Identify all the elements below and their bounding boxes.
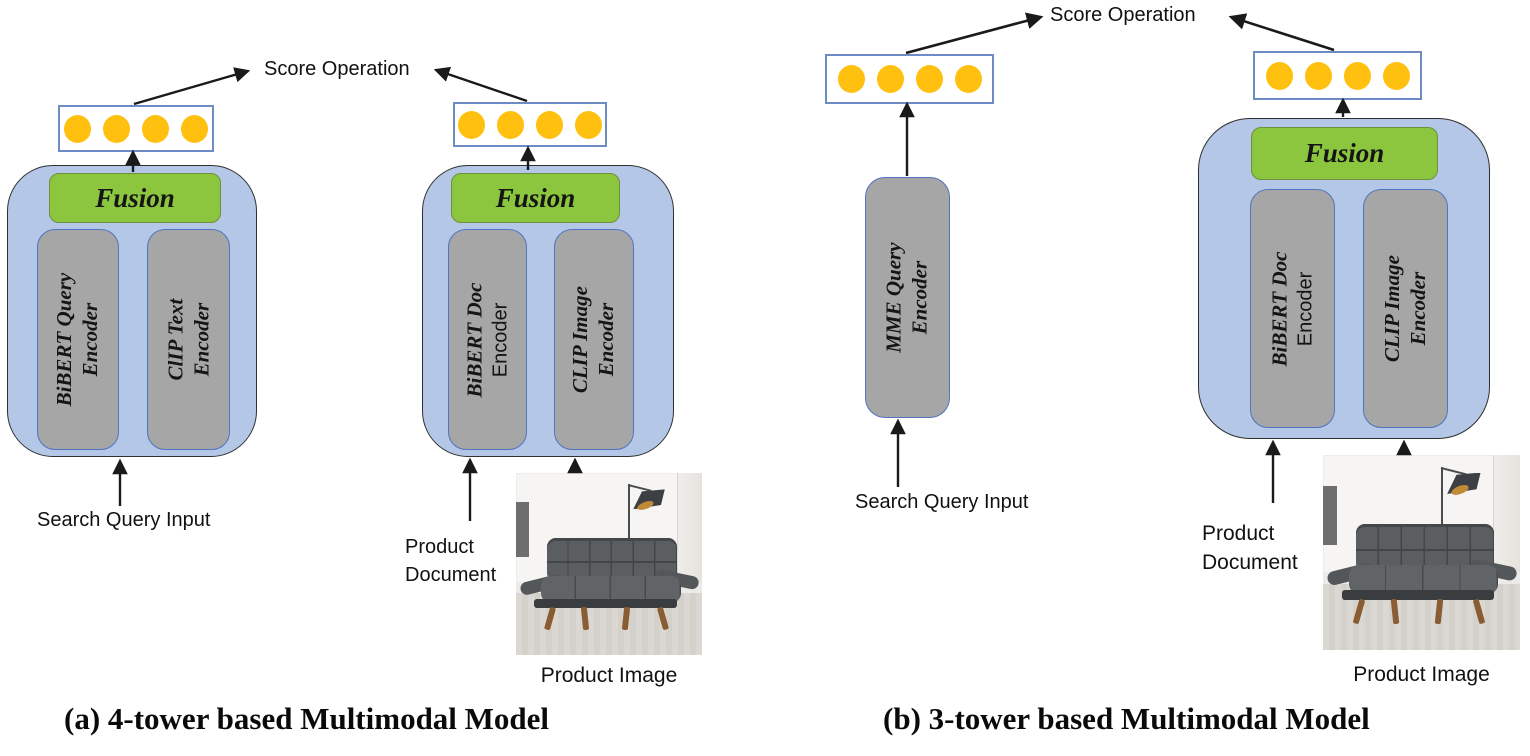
embedding-dot bbox=[837, 65, 865, 93]
sofa-seat-cushions bbox=[1348, 564, 1498, 595]
embedding-dot bbox=[575, 110, 602, 139]
product-document-label-b-line2: Document bbox=[1202, 551, 1298, 574]
encoder-label-line: BiBERT Query bbox=[52, 272, 77, 407]
sofa-leg bbox=[1434, 598, 1444, 624]
wall-frame bbox=[516, 502, 530, 557]
doc-tower-a: Fusion BiBERT Doc Encoder CLIP Image Enc… bbox=[422, 165, 674, 457]
search-query-input-label-a: Search Query Input bbox=[37, 509, 211, 531]
bibert-doc-encoder-block-a: BiBERT Doc Encoder bbox=[448, 229, 527, 450]
encoder-label-line: MME Query bbox=[881, 242, 906, 353]
bibert-query-encoder-block: BiBERT Query Encoder bbox=[37, 229, 119, 450]
product-image-label-b: Product Image bbox=[1353, 663, 1490, 686]
fusion-block-a-query: Fusion bbox=[49, 173, 221, 223]
embedding-dot bbox=[142, 114, 169, 143]
score-operation-label-b: Score Operation bbox=[1050, 4, 1196, 26]
encoder-label-line: Encoder bbox=[1294, 271, 1317, 346]
sofa-leg bbox=[657, 606, 670, 631]
search-query-input-label-b: Search Query Input bbox=[855, 491, 1029, 513]
sofa-leg bbox=[621, 606, 630, 631]
product-document-label-a-line2: Document bbox=[405, 564, 497, 586]
encoder-label-line: CLIP Image bbox=[1379, 254, 1404, 363]
sofa-seat-cushions bbox=[540, 575, 681, 603]
embedding-dot bbox=[64, 114, 91, 143]
embedding-vector-a-query bbox=[58, 105, 214, 152]
sofa-base bbox=[1341, 589, 1494, 600]
caption-b: (b) 3-tower based Multimodal Model bbox=[883, 701, 1370, 736]
floor-lamp-arm bbox=[627, 483, 652, 492]
doc-tower-b: Fusion BiBERT Doc Encoder CLIP Image Enc… bbox=[1198, 118, 1490, 439]
sofa-leg bbox=[580, 606, 589, 631]
mme-query-encoder-block: MME Query Encoder bbox=[865, 177, 950, 418]
embedding-dot bbox=[1343, 61, 1371, 90]
sofa-leg bbox=[1352, 598, 1366, 625]
product-document-label-b-line1: Product bbox=[1202, 522, 1275, 545]
encoder-label-line: CLIP Image bbox=[568, 285, 593, 394]
floor-lamp-stem bbox=[627, 483, 630, 544]
floor-lamp-stem bbox=[1441, 466, 1444, 532]
embedding-dot bbox=[458, 110, 485, 139]
embedding-dot bbox=[536, 110, 563, 139]
embedding-dot bbox=[1265, 61, 1293, 90]
product-image-label-a: Product Image bbox=[540, 664, 678, 687]
embedding-dot bbox=[103, 114, 130, 143]
encoder-label-line: ClIP Text bbox=[162, 298, 187, 381]
product-document-label-a-line1: Product bbox=[405, 536, 474, 558]
bibert-doc-encoder-block-b: BiBERT Doc Encoder bbox=[1250, 189, 1335, 428]
product-photo-a bbox=[516, 473, 702, 655]
arrow-b-doc-to-score bbox=[1228, 13, 1335, 52]
encoder-label-line: Encoder bbox=[188, 302, 213, 377]
arrow-b-query-to-score bbox=[905, 12, 1044, 55]
encoder-label-line: Encoder bbox=[907, 260, 932, 335]
encoder-label-line: Encoder bbox=[78, 302, 103, 377]
wall-frame bbox=[1323, 486, 1337, 545]
fusion-block-a-doc: Fusion bbox=[451, 173, 620, 223]
fusion-block-b: Fusion bbox=[1251, 127, 1438, 180]
sofa-leg bbox=[1391, 598, 1400, 624]
clip-image-encoder-block-a: CLIP Image Encoder bbox=[554, 229, 634, 450]
embedding-dot bbox=[876, 65, 904, 93]
query-tower-a: Fusion BiBERT Query Encoder ClIP Text En… bbox=[7, 165, 257, 457]
arrow-a-query-to-score bbox=[133, 67, 251, 106]
arrow-a-doc-to-score bbox=[433, 66, 528, 103]
encoder-label-line: Encoder bbox=[1405, 271, 1430, 346]
product-photo-b bbox=[1323, 455, 1520, 650]
score-operation-label-a: Score Operation bbox=[264, 58, 410, 80]
embedding-vector-b-doc bbox=[1253, 51, 1422, 100]
clip-text-encoder-block: ClIP Text Encoder bbox=[147, 229, 230, 450]
encoder-label-line: BiBERT Doc bbox=[1267, 251, 1292, 366]
encoder-label-line: BiBERT Doc bbox=[462, 282, 487, 397]
sofa-leg bbox=[544, 606, 557, 631]
embedding-dot bbox=[915, 65, 943, 93]
embedding-dot bbox=[954, 65, 982, 93]
embedding-dot bbox=[1382, 61, 1410, 90]
sofa-image bbox=[1326, 517, 1519, 630]
sofa-image bbox=[519, 531, 701, 637]
embedding-vector-a-doc bbox=[453, 102, 607, 147]
embedding-dot bbox=[1304, 61, 1332, 90]
encoder-label-line: Encoder bbox=[594, 302, 619, 377]
embedding-vector-b-query bbox=[825, 54, 994, 104]
caption-a: (a) 4-tower based Multimodal Model bbox=[64, 701, 550, 736]
clip-image-encoder-block-b: CLIP Image Encoder bbox=[1363, 189, 1448, 428]
sofa-leg bbox=[1472, 598, 1486, 625]
embedding-dot bbox=[497, 110, 524, 139]
embedding-dot bbox=[181, 114, 208, 143]
encoder-label-line: Encoder bbox=[489, 302, 512, 377]
floor-lamp-arm bbox=[1440, 466, 1467, 475]
sofa-base bbox=[533, 598, 678, 609]
